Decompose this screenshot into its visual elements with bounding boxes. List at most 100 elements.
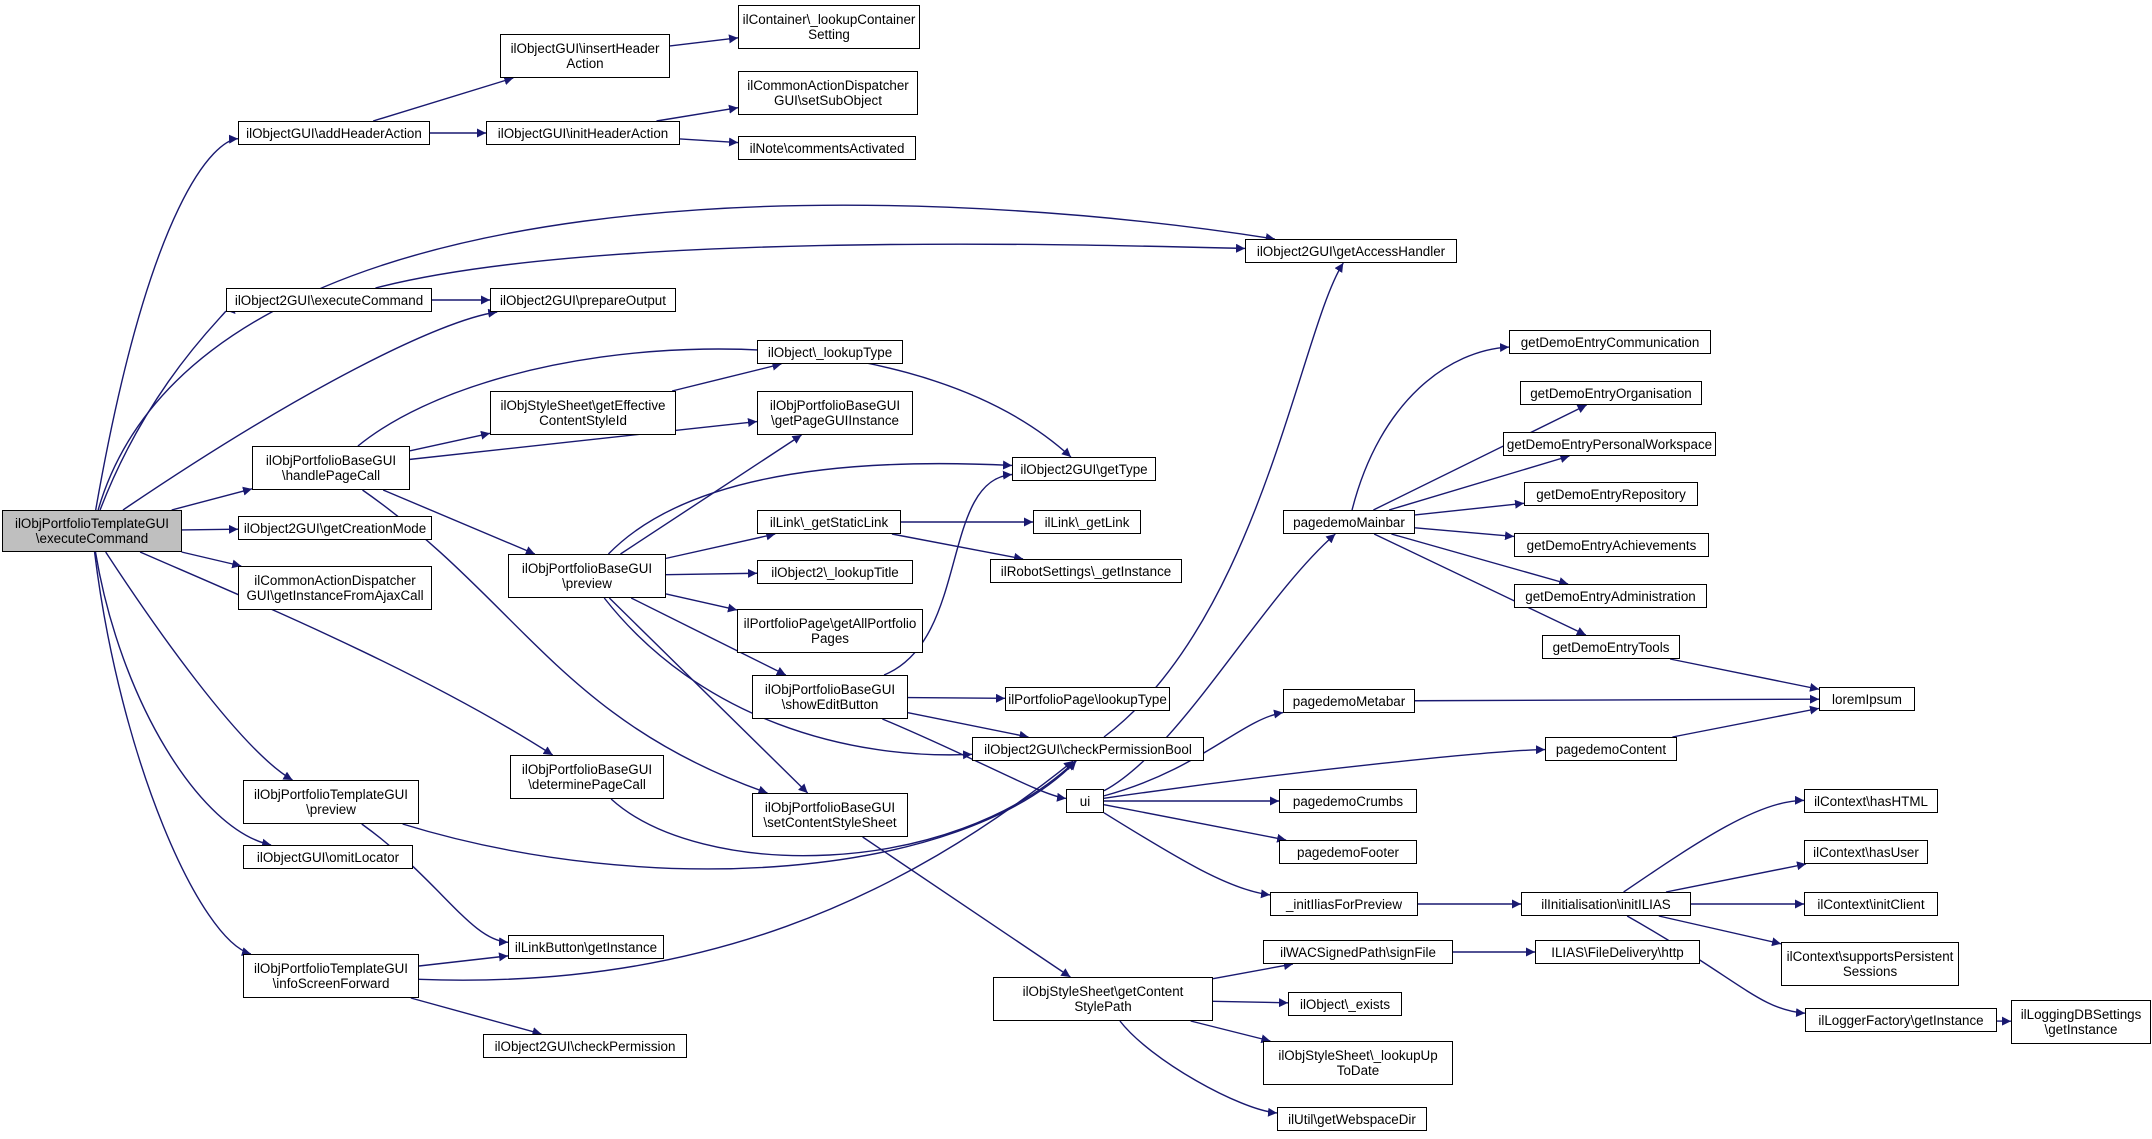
node-prepareOutput[interactable]: ilObject2GUI\prepareOutput [490,288,676,312]
node-getType[interactable]: ilObject2GUI\getType [1012,457,1156,481]
node-root[interactable]: ilObjPortfolioTemplateGUI \executeComman… [2,510,182,552]
node-robotGetInstance[interactable]: ilRobotSettings\_getInstance [990,559,1182,583]
node-supportsPersistentSessions[interactable]: ilContext\supportsPersistent Sessions [1781,942,1959,986]
edge-getContentStylePath-to-getWebspaceDir [1119,1020,1278,1117]
edge-infoScreenForward-to-checkPermission [410,997,542,1036]
edge-pagedemoMainbar-to-getDemoEntryAchievements [1414,527,1515,541]
node-initIliasForPreview[interactable]: _initIliasForPreview [1270,892,1418,916]
node-getAccessHandler[interactable]: ilObject2GUI\getAccessHandler [1245,239,1457,263]
node-setContentStyleSheet[interactable]: ilObjPortfolioBaseGUI \setContentStyleSh… [752,793,908,837]
node-linkButtonGetInstance[interactable]: ilLinkButton\getInstance [508,935,664,959]
node-lookupUpToDate[interactable]: ilObjStyleSheet\_lookupUp ToDate [1263,1041,1453,1085]
node-showEditButton[interactable]: ilObjPortfolioBaseGUI \showEditButton [752,675,908,719]
edge-ui-to-pagedemoMetabar [1103,709,1284,797]
edge-pagedemoMetabar-to-loremIpsum [1414,694,1820,704]
node-getLink[interactable]: ilLink\_getLink [1033,510,1141,534]
node-getEffectiveContentStyleId[interactable]: ilObjStyleSheet\getEffective ContentStyl… [490,391,676,435]
node-handlePageCall[interactable]: ilObjPortfolioBaseGUI \handlePageCall [252,446,410,490]
edge-basePreview-to-lookupTitle [665,568,758,578]
edge-checkPermissionBool-to-getAccessHandler [1103,262,1344,738]
node-getContentStylePath[interactable]: ilObjStyleSheet\getContent StylePath [993,977,1213,1021]
node-getWebspaceDir[interactable]: ilUtil\getWebspaceDir [1277,1107,1427,1131]
node-o2ExecuteCommand[interactable]: ilObject2GUI\executeCommand [226,288,432,312]
edge-handlePageCall-to-getEffectiveContentStyleId [409,430,491,452]
node-lookupTitle[interactable]: ilObject2\_lookupTitle [757,560,913,584]
edge-basePreview-to-getType [607,460,1013,555]
edge-root-to-getAccessHandler [97,204,1275,511]
edge-basePreview-to-setContentStyleSheet [608,597,809,794]
node-getDemoEntryCommunication[interactable]: getDemoEntryCommunication [1509,330,1711,354]
edge-basePreview-to-getPageGUIInstance [620,434,802,555]
node-objectExists[interactable]: ilObject\_exists [1288,992,1402,1016]
edge-infoScreenForward-to-linkButtonGetInstance [418,952,509,967]
node-getCreationMode[interactable]: ilObject2GUI\getCreationMode [238,516,432,540]
node-getDemoEntryAchievements[interactable]: getDemoEntryAchievements [1514,533,1709,557]
edge-initILIAS-to-loggerGetInstance [1626,915,1806,1018]
edge-pagedemoMainbar-to-getDemoEntryTools [1373,533,1587,636]
edge-pagedemoMainbar-to-getDemoEntryPersonalWorkspace [1388,454,1570,511]
node-insertHeaderAction[interactable]: ilObjectGUI\insertHeader Action [500,34,670,78]
edge-root-to-handlePageCall [171,486,253,511]
node-addHeaderAction[interactable]: ilObjectGUI\addHeaderAction [238,121,430,145]
node-basePreview[interactable]: ilObjPortfolioBaseGUI \preview [508,554,666,598]
node-loggerGetInstance[interactable]: ilLoggerFactory\getInstance [1805,1008,1997,1032]
node-getInstanceFromAjaxCall[interactable]: ilCommonActionDispatcher GUI\getInstance… [238,566,432,610]
node-checkPermission[interactable]: ilObject2GUI\checkPermission [483,1034,687,1058]
edge-root-to-getInstanceFromAjaxCall [181,551,242,569]
node-tplPreview[interactable]: ilObjPortfolioTemplateGUI \preview [243,780,419,824]
node-initClient[interactable]: ilContext\initClient [1804,892,1938,916]
edge-getContentStylePath-to-objectExists [1212,998,1289,1008]
node-getPageGUIInstance[interactable]: ilObjPortfolioBaseGUI \getPageGUIInstanc… [757,391,913,435]
node-lookupContainerSetting[interactable]: ilContainer\_lookupContainer Setting [738,5,920,49]
edge-getDemoEntryTools-to-loremIpsum [1669,658,1820,692]
edge-infoScreenForward-to-checkPermissionBool [418,760,1074,981]
edge-ui-to-initIliasForPreview [1103,812,1271,899]
node-pagedemoContent[interactable]: pagedemoContent [1545,737,1677,761]
node-loremIpsum[interactable]: loremIpsum [1819,687,1915,711]
node-loggingDBGetInstance[interactable]: ilLoggingDBSettings \getInstance [2011,1000,2151,1044]
edge-showEditButton-to-ui [882,718,1067,802]
edge-root-to-prepareOutput [122,308,498,511]
edge-root-to-addHeaderAction [94,134,239,511]
edge-o2ExecuteCommand-to-getAccessHandler [375,243,1246,289]
node-determinePageCall[interactable]: ilObjPortfolioBaseGUI \determinePageCall [510,755,664,799]
node-getStaticLink[interactable]: ilLink\_getStaticLink [757,510,901,534]
edge-getContentStylePath-to-signFile [1212,961,1294,980]
node-omitLocator[interactable]: ilObjectGUI\omitLocator [243,845,413,869]
edge-root-to-getCreationMode [181,524,239,534]
edge-basePreview-to-checkPermissionBool [603,597,973,760]
edge-tplPreview-to-linkButtonGetInstance [361,823,509,947]
edge-root-to-determinePageCall [139,551,554,756]
node-commentsActivated[interactable]: ilNote\commentsActivated [738,136,916,160]
node-hasHTML[interactable]: ilContext\hasHTML [1804,789,1938,813]
node-lookupType[interactable]: ilObject\_lookupType [757,340,903,364]
node-http[interactable]: ILIAS\FileDelivery\http [1535,940,1700,964]
node-getDemoEntryTools[interactable]: getDemoEntryTools [1542,635,1680,659]
node-signFile[interactable]: ilWACSignedPath\signFile [1263,940,1453,964]
node-pagedemoFooter[interactable]: pagedemoFooter [1279,840,1417,864]
node-initHeaderAction[interactable]: ilObjectGUI\initHeaderAction [486,121,680,145]
node-pageLookupType[interactable]: ilPortfolioPage\lookupType [1005,687,1170,711]
edge-basePreview-to-getStaticLink [665,531,776,560]
node-getDemoEntryAdministration[interactable]: getDemoEntryAdministration [1514,584,1707,608]
edge-pagedemoContent-to-loremIpsum [1672,705,1820,738]
node-getDemoEntryPersonalWorkspace[interactable]: getDemoEntryPersonalWorkspace [1503,432,1716,456]
node-hasUser[interactable]: ilContext\hasUser [1804,840,1928,864]
node-checkPermissionBool[interactable]: ilObject2GUI\checkPermissionBool [972,737,1204,761]
node-setSubObject[interactable]: ilCommonActionDispatcher GUI\setSubObjec… [738,71,918,115]
node-ui[interactable]: ui [1066,789,1104,813]
node-infoScreenForward[interactable]: ilObjPortfolioTemplateGUI \infoScreenFor… [243,954,419,998]
node-pagedemoMainbar[interactable]: pagedemoMainbar [1283,510,1415,534]
node-initILIAS[interactable]: ilInitialisation\initILIAS [1521,892,1691,916]
node-pagedemoCrumbs[interactable]: pagedemoCrumbs [1279,789,1417,813]
node-pagedemoMetabar[interactable]: pagedemoMetabar [1283,689,1415,713]
edge-addHeaderAction-to-insertHeaderAction [372,76,514,122]
edge-pagedemoMainbar-to-getDemoEntryCommunication [1351,343,1510,511]
edge-insertHeaderAction-to-lookupContainerSetting [669,34,739,47]
node-getDemoEntryOrganisation[interactable]: getDemoEntryOrganisation [1520,381,1702,405]
node-getAllPortfolioPages[interactable]: ilPortfolioPage\getAllPortfolio Pages [737,609,923,653]
edge-showEditButton-to-pageLookupType [907,693,1006,703]
node-getDemoEntryRepository[interactable]: getDemoEntryRepository [1524,482,1698,506]
